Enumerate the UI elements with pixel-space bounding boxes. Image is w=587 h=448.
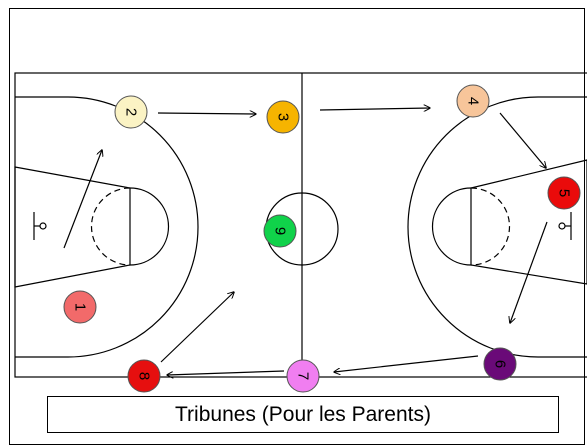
- player-marker: [63, 290, 97, 324]
- arrow-8-cut: [160, 292, 234, 363]
- player-number: 7: [295, 372, 312, 380]
- three-point-line-left: [15, 96, 199, 358]
- player-number: 6: [492, 360, 509, 368]
- stands-label: Tribunes (Pour les Parents): [47, 396, 559, 433]
- free-throw-arc-left: [129, 187, 170, 266]
- players-layer: 1 2 3 4 5 6 7 8 9: [63, 84, 581, 393]
- player-6: 6: [483, 347, 517, 381]
- player-number: 5: [556, 189, 573, 197]
- player-2: 2: [114, 95, 148, 129]
- player-marker: [127, 359, 161, 393]
- rim-right: [558, 222, 566, 230]
- player-number: 9: [272, 227, 289, 235]
- arrow-4-cut: [499, 112, 546, 168]
- three-point-line-right: [407, 96, 587, 358]
- free-throw-arc-dashed-left: [90, 187, 131, 266]
- player-marker: [456, 84, 490, 118]
- player-number: 2: [123, 108, 140, 116]
- player-number: 4: [465, 97, 482, 105]
- arrow-1-cut: [63, 150, 102, 249]
- arrow-pass-6-to-7: [334, 355, 479, 372]
- player-marker: [263, 214, 297, 248]
- player-8: 8: [127, 359, 161, 393]
- free-throw-arc-right: [431, 187, 472, 266]
- player-marker: [547, 176, 581, 210]
- arrow-pass-7-to-8: [167, 370, 285, 375]
- player-number: 8: [136, 372, 153, 380]
- arrow-pass-3-to-4: [319, 108, 430, 110]
- player-5: 5: [547, 176, 581, 210]
- player-marker: [114, 95, 148, 129]
- player-marker: [483, 347, 517, 381]
- player-7: 7: [286, 359, 320, 393]
- player-number: 1: [72, 303, 89, 311]
- player-3: 3: [266, 100, 300, 134]
- arrow-pass-2-to-3: [157, 113, 256, 114]
- arrow-5-cut: [510, 221, 548, 323]
- free-throw-arc-dashed-right: [470, 187, 511, 266]
- player-number: 3: [275, 113, 292, 121]
- player-marker: [266, 100, 300, 134]
- rim-left: [39, 222, 47, 230]
- player-9: 9: [263, 214, 297, 248]
- player-1: 1: [63, 290, 97, 324]
- player-4: 4: [456, 84, 490, 118]
- court-boundary: [14, 72, 587, 378]
- player-marker: [286, 359, 320, 393]
